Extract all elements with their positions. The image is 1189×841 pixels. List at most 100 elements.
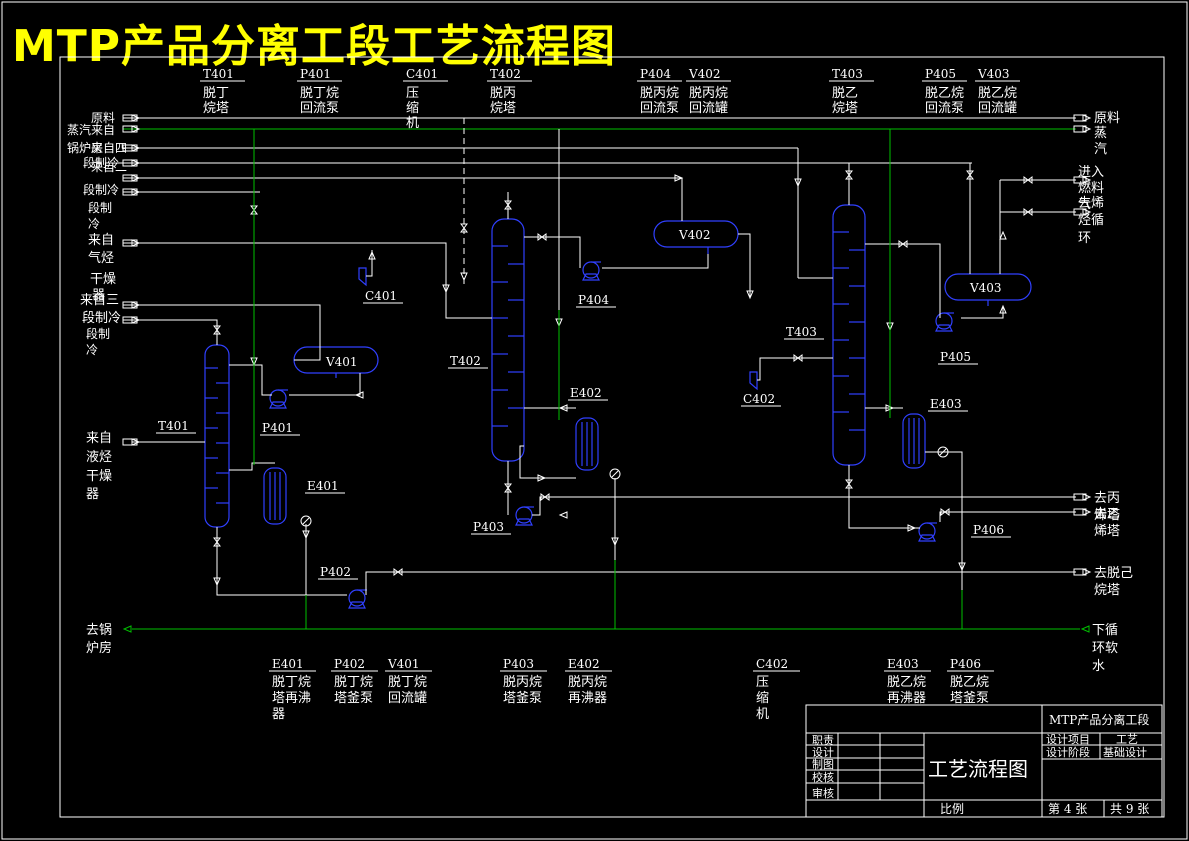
footer-desc-e402: 脱丙烷: [568, 675, 607, 690]
footer-tag-p406: P406: [950, 657, 981, 671]
flow-arrow-icon: [131, 144, 141, 152]
header-desc-v402: 回流罐: [689, 101, 728, 116]
header-tag-c401: C401: [406, 67, 438, 81]
footer-labels: E401脱丁烷塔再沸器P402脱丁烷塔釜泵V401脱丁烷回流罐P403脱丙烷塔釜…: [269, 657, 994, 722]
left-stream-gas: 气烃: [88, 250, 114, 266]
left-stream-top: 来自二: [91, 160, 127, 174]
left-stream-liquid: 来自: [86, 431, 112, 446]
pump-p402: [348, 589, 367, 609]
right-stream-ethylene: 去乙: [1094, 507, 1120, 522]
column-t403: [832, 204, 866, 466]
flow-arrow-icon: [1082, 208, 1092, 216]
compressor-c402: [749, 371, 758, 391]
left-stream-top: 段制冷: [83, 182, 119, 197]
footer-desc-p402: 脱丁烷: [334, 675, 373, 690]
flow-arrow-icon: [1082, 176, 1092, 184]
left-stream-top: 原料: [91, 111, 115, 125]
tag-p403: P403: [473, 520, 504, 534]
tag-c402: C402: [743, 392, 775, 406]
flow-arrow-icon: [131, 114, 141, 122]
left-stream-top: 段制: [88, 200, 112, 215]
role-3: 校核: [812, 770, 834, 784]
tag-p404: P404: [578, 293, 609, 307]
flow-arrow-icon: [558, 511, 568, 519]
sheet-number: 第 4 张: [1048, 802, 1087, 816]
left-stream-top: 段制冷: [83, 155, 119, 170]
header-tag-t402: T402: [490, 67, 521, 81]
tag-p402: P402: [320, 565, 351, 579]
left-stream-labels: 原料蒸汽来自锅炉房来自四段制冷来自二段制冷来自气烃干燥器来自三段制冷来自液烃干燥…: [67, 111, 127, 656]
flow-arrow-icon: [131, 125, 141, 133]
main-lines: [123, 117, 1080, 630]
footer-desc-v401: 脱丁烷: [388, 675, 427, 690]
steam-drops: [253, 129, 963, 629]
right-stream-fuel: 气: [1078, 196, 1091, 212]
stream-arrows: [122, 114, 1092, 633]
left-stream-top: 锅炉房: [67, 140, 103, 155]
title-block: MTP产品分离工段 设计项目 工艺 设计阶段 基础设计 工艺流程图 职责 设计 …: [805, 704, 1163, 818]
design-item-label: 设计项目: [1046, 733, 1090, 746]
footer-desc-e403: 脱乙烷: [887, 675, 926, 690]
right-stream-water: 下循: [1092, 623, 1118, 638]
tag-e401: E401: [307, 479, 339, 493]
right-stream-feed: 原料: [1094, 111, 1120, 126]
sheet-total: 共 9 张: [1110, 802, 1149, 816]
flow-arrow-icon: [131, 188, 141, 196]
valve: [845, 479, 853, 489]
column-t401: [204, 344, 230, 528]
valve: [213, 325, 221, 335]
footer-desc-e402: 再沸器: [568, 691, 607, 706]
header-desc-p401: 回流泵: [300, 101, 339, 116]
reboiler-e403: [902, 413, 926, 469]
valve: [540, 493, 550, 501]
footer-tag-e401: E401: [272, 657, 304, 671]
design-stage-label: 设计阶段: [1046, 745, 1090, 759]
footer-desc-p406: 脱乙烷: [950, 675, 989, 690]
flow-arrow-icon: [674, 174, 684, 182]
header-desc-p404: 脱丙烷: [640, 86, 679, 101]
footer-desc-e401: 塔再沸: [272, 691, 311, 706]
right-stream-fuel: 燃料: [1078, 180, 1104, 196]
role-4: 审核: [812, 786, 834, 800]
design-stage-value: 基础设计: [1103, 746, 1147, 759]
pump-p401: [269, 389, 288, 409]
right-stream-hexane: 烷塔: [1094, 583, 1120, 598]
header-desc-p404: 回流泵: [640, 101, 679, 116]
left-stream-boiler: 炉房: [86, 640, 112, 656]
header-desc-p405: 脱乙烷: [925, 86, 964, 101]
footer-tag-c402: C402: [756, 657, 788, 671]
right-stream-ethylene: 烯塔: [1094, 524, 1120, 539]
valve: [250, 205, 258, 215]
reboiler-e401: [263, 467, 287, 525]
footer-desc-e401: 脱丁烷: [272, 675, 311, 690]
header-tag-t403: T403: [832, 67, 863, 81]
footer-desc-e401: 器: [272, 707, 285, 722]
project-name: MTP产品分离工段: [1049, 712, 1149, 727]
tag-t402: T402: [450, 354, 481, 368]
header-desc-t403: 烷塔: [832, 101, 858, 116]
right-stream-propylene: 去丙: [1094, 491, 1120, 506]
drawing-name: 工艺流程图: [928, 757, 1028, 781]
tag-p406: P406: [973, 523, 1004, 537]
footer-desc-e403: 再沸器: [887, 691, 926, 706]
flow-arrow-icon: [1082, 508, 1092, 516]
pump-p404: [582, 261, 601, 281]
left-stream-gas: 器: [92, 288, 105, 303]
left-stream-boiler: 去锅: [86, 622, 112, 638]
valve: [898, 240, 908, 248]
pump-p405: [935, 312, 954, 332]
header-tag-t401: T401: [203, 67, 234, 81]
column-t402: [491, 218, 525, 462]
footer-tag-e403: E403: [887, 657, 919, 671]
drawing-title: MTP产品分离工段工艺流程图: [12, 21, 617, 72]
flow-arrow-icon: [122, 625, 132, 633]
header-tag-p405: P405: [925, 67, 956, 81]
valve: [845, 170, 853, 180]
compressor-c401: [358, 267, 367, 287]
scale-label: 比例: [940, 802, 964, 816]
pump-p406: [918, 522, 937, 542]
tag-t401: T401: [158, 419, 189, 433]
role-1: 设计: [812, 746, 834, 759]
right-stream-fuel: 进入: [1078, 165, 1104, 180]
